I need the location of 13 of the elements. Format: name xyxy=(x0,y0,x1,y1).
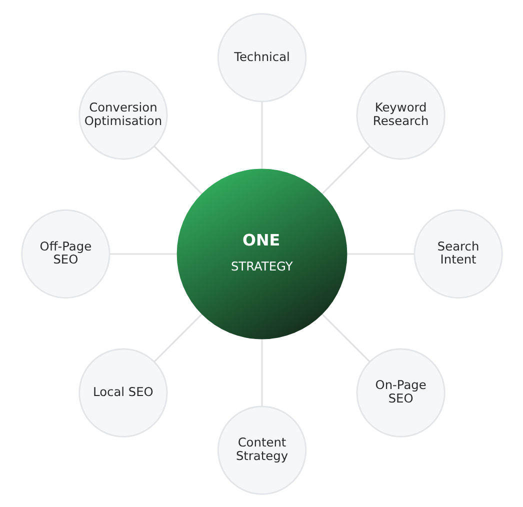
connector xyxy=(153,145,202,194)
connector xyxy=(321,313,370,362)
node-circle: Keyword Research xyxy=(356,70,445,160)
connector xyxy=(153,313,202,362)
connector xyxy=(321,145,370,194)
node-circle: Technical xyxy=(216,12,306,102)
node-circle: Search Intent xyxy=(413,208,502,298)
node-circle: Off-Page SEO xyxy=(20,208,110,298)
node-circle: Local SEO xyxy=(78,348,168,437)
node-circle: Content Strategy xyxy=(216,405,306,494)
node-circle: Conversion Optimisation xyxy=(78,70,168,160)
node-circle: ONE STRATEGY xyxy=(176,168,347,339)
node-circle: On-Page SEO xyxy=(356,348,445,437)
